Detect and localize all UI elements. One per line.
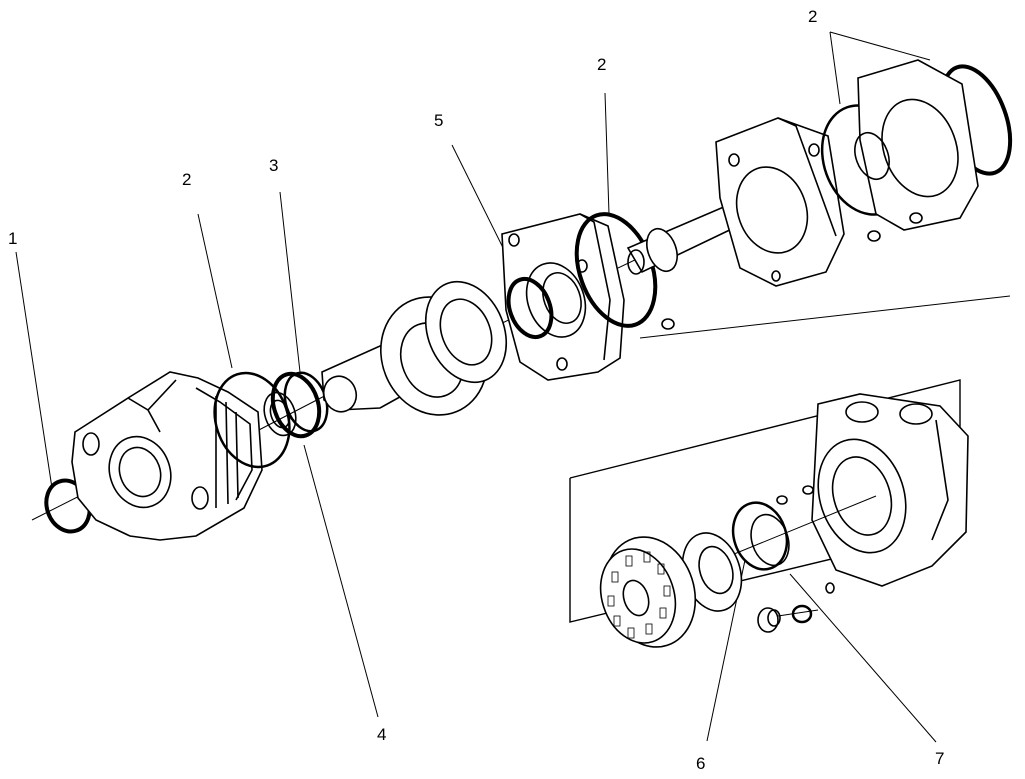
part-5-ring — [506, 276, 554, 340]
rotor-disc — [599, 536, 697, 648]
inset-bearing — [681, 532, 743, 612]
gerotor-plate — [715, 117, 881, 287]
valve-body — [776, 393, 969, 594]
callout-1: 1 — [8, 229, 17, 248]
callout-2-right: 2 — [808, 7, 817, 26]
leader-4 — [303, 444, 379, 718]
callout-4: 4 — [377, 725, 386, 744]
callout-7: 7 — [935, 749, 944, 768]
part-4-washer — [263, 391, 297, 437]
relief-valve-plug — [757, 604, 819, 633]
leader-2-right-a — [829, 31, 841, 105]
leader-2-left — [197, 213, 233, 369]
part-7-washer — [750, 513, 790, 567]
leader-1 — [15, 251, 53, 489]
output-shaft-bearing — [321, 280, 508, 416]
callout-3: 3 — [269, 156, 278, 175]
leader-7 — [789, 573, 937, 743]
leader-2-right-b — [829, 31, 931, 61]
bearing-housing — [501, 213, 625, 381]
callout-6: 6 — [696, 754, 705, 773]
callout-5: 5 — [434, 111, 443, 130]
reference-line-top — [639, 295, 1011, 339]
callout-2-left: 2 — [182, 170, 191, 189]
leader-3 — [279, 191, 301, 373]
callout-2-middle: 2 — [597, 55, 606, 74]
leader-2-middle — [604, 92, 610, 215]
rear-cover — [854, 59, 979, 231]
